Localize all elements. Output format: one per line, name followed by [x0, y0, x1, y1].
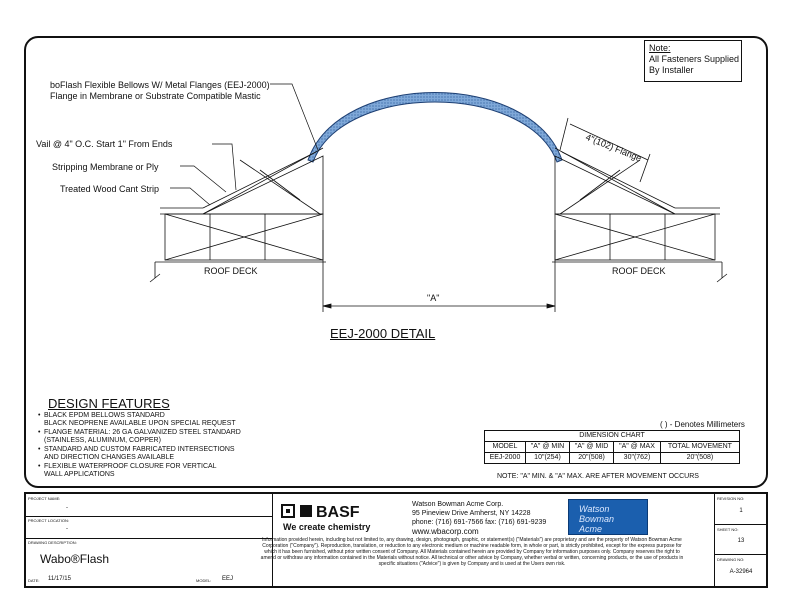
- feature-line: (STAINLESS, ALUMINUM, COPPER): [44, 437, 161, 444]
- detail-title: EEJ-2000 DETAIL: [330, 326, 436, 341]
- note-line: By Installer: [649, 65, 694, 75]
- model-label: MODEL:: [196, 578, 212, 583]
- list-item: BLACK EPDM BELLOWS STANDARD BLACK NEOPRE…: [38, 412, 288, 428]
- bellows-arch: [307, 92, 563, 163]
- legal-disclaimer: Information provided herein, including b…: [260, 537, 684, 567]
- feature-line: FLEXIBLE WATERPROOF CLOSURE FOR VERTICAL: [44, 463, 217, 470]
- roof-deck-left-label: ROOF DECK: [204, 266, 258, 276]
- wba-logo: Watson Bowman Acme: [568, 499, 648, 535]
- drawing-no-value: A-32964: [729, 569, 753, 575]
- company-website: www.wbacorp.com: [412, 527, 479, 536]
- sheet-value: 13: [737, 538, 745, 544]
- project-name-label: PROJECT NAME:: [28, 496, 61, 501]
- basf-tagline: We create chemistry: [283, 522, 371, 532]
- company-phone: phone: (716) 691-7566 fax: (716) 691-923…: [412, 519, 547, 526]
- list-item: FLANGE MATERIAL: 26 GA GALVANIZED STEEL …: [38, 429, 288, 445]
- callout-cant-strip: Treated Wood Cant Strip: [60, 184, 160, 194]
- callout-flange-mastic: Flange in Membrane or Substrate Compatib…: [50, 91, 261, 101]
- wba-logo-line: Watson: [579, 504, 610, 514]
- sheet-label: SHEET NO:: [717, 527, 739, 532]
- table-row: EEJ-2000 10"(254) 20"(508) 30"(762) 20"(…: [484, 452, 741, 464]
- date-value: 11/17/15: [48, 576, 71, 582]
- feature-line: FLANGE MATERIAL: 26 GA GALVANIZED STEEL …: [44, 429, 241, 436]
- list-item: STANDARD AND CUSTOM FABRICATED INTERSECT…: [38, 446, 288, 462]
- company-address: 95 Pineview Drive Amherst, NY 14228: [412, 510, 531, 517]
- drawing-frame: [24, 36, 768, 488]
- note-line: All Fasteners Supplied: [649, 54, 740, 64]
- project-info: PROJECT NAME: - PROJECT LOCATION: - DRAW…: [26, 494, 273, 586]
- drawing-description-value: Wabo®Flash: [40, 552, 110, 566]
- drawing-description-label: DRAWING DESCRIPTION:: [28, 540, 77, 545]
- project-name-value: -: [66, 505, 68, 511]
- drawing-numbers: REVISION NO: 1 SHEET NO: 13 DRAWING NO: …: [714, 494, 767, 586]
- table-cell: 10"(254): [524, 452, 571, 464]
- company-info: Watson Bowman Acme Corp. 95 Pineview Dri…: [412, 500, 546, 536]
- callout-stripping: Stripping Membrane or Ply: [52, 162, 159, 172]
- roof-deck-right-label: ROOF DECK: [612, 266, 666, 276]
- project-location-value: -: [66, 526, 68, 532]
- note-title: Note:: [649, 43, 671, 53]
- project-location-label: PROJECT LOCATION:: [28, 518, 69, 523]
- feature-line: BLACK EPDM BELLOWS STANDARD: [44, 412, 165, 419]
- design-features-list: BLACK EPDM BELLOWS STANDARD BLACK NEOPRE…: [38, 412, 288, 480]
- revision-label: REVISION NO:: [717, 496, 745, 501]
- wba-logo-line: Acme: [579, 524, 603, 534]
- feature-line: BLACK NEOPRENE AVAILABLE UPON SPECIAL RE…: [44, 420, 236, 427]
- revision-value: 1: [739, 508, 743, 514]
- fastener-note: Note: All Fasteners Supplied By Installe…: [644, 40, 742, 82]
- date-label: DATE:: [28, 578, 40, 583]
- design-features-title: DESIGN FEATURES: [48, 396, 170, 411]
- dimension-a-label: "A": [427, 293, 440, 303]
- callout-bellows: boFlash Flexible Bellows W/ Metal Flange…: [50, 80, 270, 90]
- callout-nail: Vail @ 4" O.C. Start 1" From Ends: [36, 139, 173, 149]
- deck-break-lines: [149, 262, 728, 283]
- model-value: EEJ: [222, 576, 234, 582]
- company-name: Watson Bowman Acme Corp.: [412, 501, 504, 508]
- left-roof-assembly: [155, 147, 326, 263]
- wba-logo-line: Bowman: [579, 514, 615, 524]
- feature-line: WALL APPLICATIONS: [44, 471, 115, 478]
- flange-dimension-line: [559, 117, 651, 183]
- table-cell: 20"(508): [659, 452, 741, 464]
- basf-wordmark: BASF: [316, 504, 360, 521]
- title-block: PROJECT NAME: - PROJECT LOCATION: - DRAW…: [24, 492, 768, 588]
- callout-leaders: [170, 83, 319, 206]
- table-cell: 20"(508): [569, 452, 615, 464]
- dimension-chart-note: NOTE: "A" MIN. & "A" MAX. ARE AFTER MOVE…: [497, 473, 699, 480]
- dimension-chart: DIMENSION CHART MODEL "A" @ MIN "A" @ MI…: [484, 430, 741, 464]
- list-item: FLEXIBLE WATERPROOF CLOSURE FOR VERTICAL…: [38, 463, 288, 479]
- drawing-no-label: DRAWING NO:: [717, 557, 745, 562]
- feature-line: AND DIRECTION CHANGES AVAILABLE: [44, 454, 175, 461]
- millimeter-note: ( ) - Denotes Millimeters: [660, 420, 745, 429]
- dimension-a-line: [322, 230, 556, 312]
- feature-line: STANDARD AND CUSTOM FABRICATED INTERSECT…: [44, 446, 235, 453]
